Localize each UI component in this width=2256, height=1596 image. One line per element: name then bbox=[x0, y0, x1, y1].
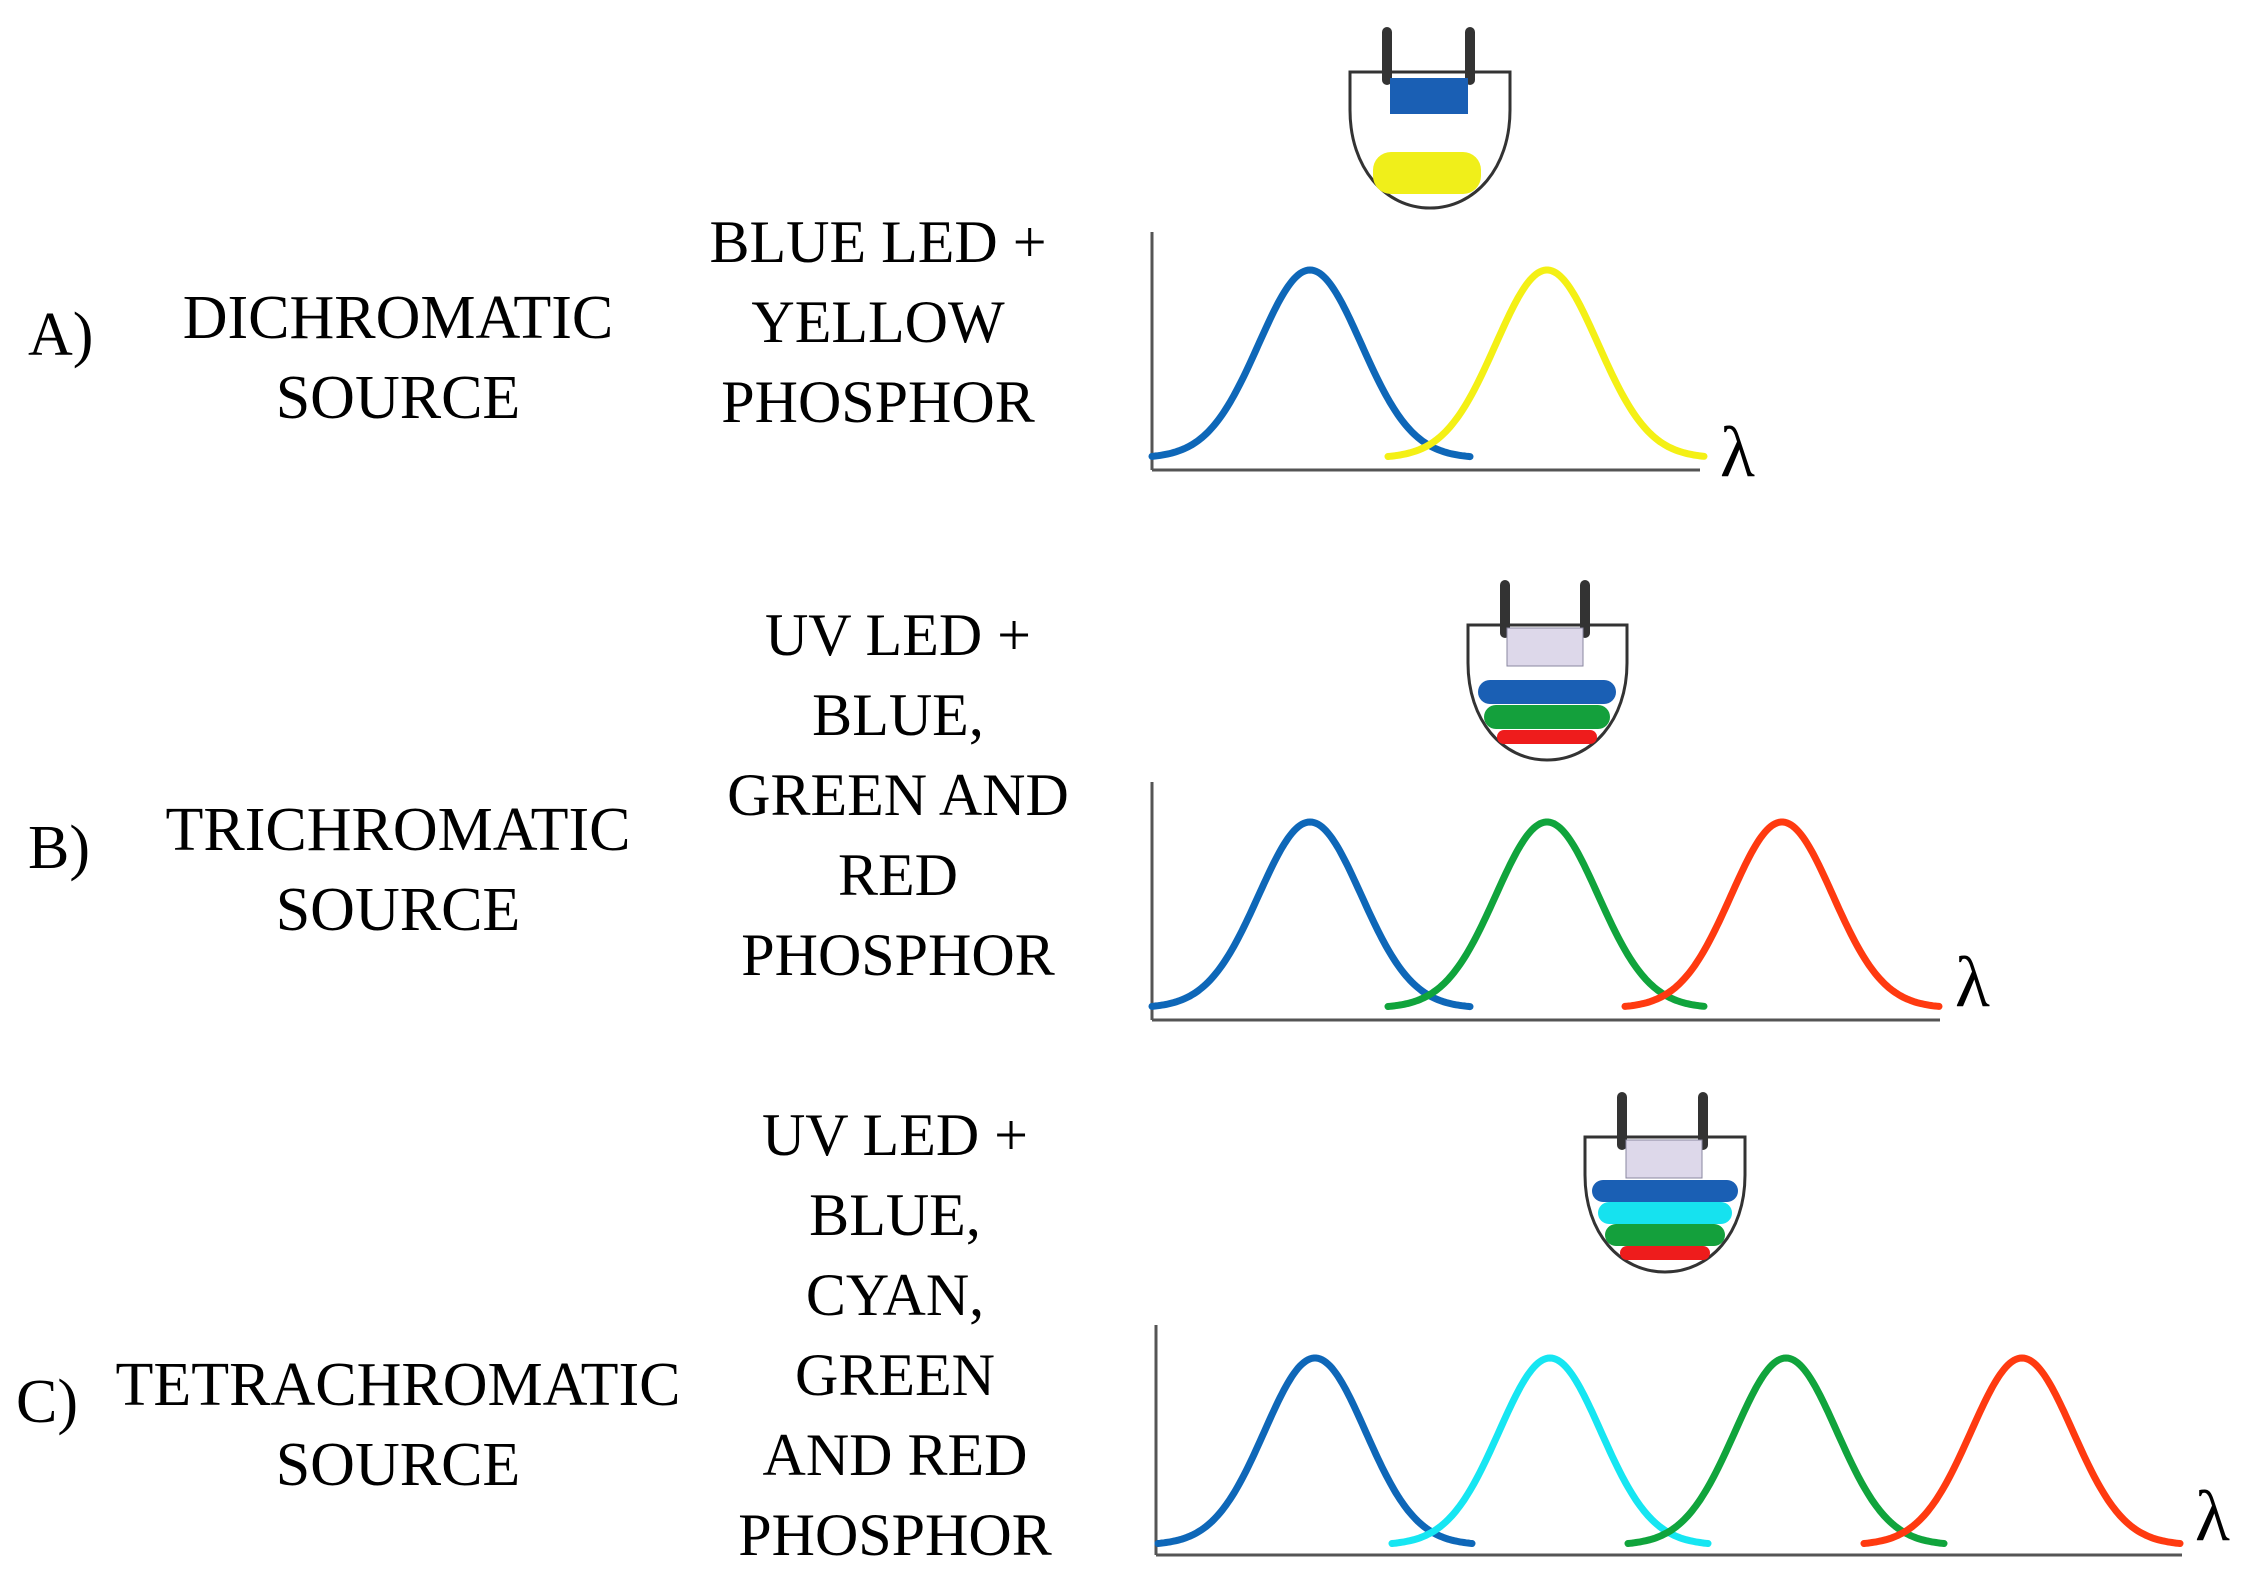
row-a-source-line-1: DICHROMATIC bbox=[183, 284, 614, 352]
row-c-tetrachromatic: C) TETRACHROMATIC SOURCE UV LED + BLUE, … bbox=[16, 1092, 2230, 1568]
row-c-description-line-1: UV LED + bbox=[762, 1102, 1028, 1168]
row-b-wavelength-label: λ bbox=[1955, 942, 1990, 1022]
row-c-phosphor-layer-cyan bbox=[1598, 1202, 1732, 1224]
row-b-source-line-1: TRICHROMATIC bbox=[165, 796, 630, 864]
row-c-description-line-3: CYAN, bbox=[806, 1262, 984, 1328]
row-a-wavelength-label: λ bbox=[1720, 412, 1755, 492]
row-a-description-line-2: YELLOW bbox=[751, 289, 1005, 355]
row-b-trichromatic: B) TRICHROMATIC SOURCE UV LED + BLUE, GR… bbox=[28, 580, 1990, 1022]
row-c-source-line-1: TETRACHROMATIC bbox=[116, 1351, 681, 1419]
row-b-description-line-3: GREEN AND bbox=[727, 762, 1069, 828]
row-a-description-line-3: PHOSPHOR bbox=[721, 369, 1034, 435]
row-a-phosphor-layer-yellow bbox=[1373, 152, 1481, 194]
row-b-peak-red bbox=[1621, 818, 1943, 1010]
row-b-phosphor-layer-green bbox=[1484, 705, 1610, 729]
row-a-peak-blue bbox=[1148, 266, 1474, 461]
row-c-description-line-2: BLUE, bbox=[809, 1182, 981, 1248]
row-b-led-icon bbox=[1466, 580, 1629, 762]
row-c-phosphor-layer-green bbox=[1605, 1224, 1725, 1246]
row-c-letter: C) bbox=[16, 1368, 78, 1436]
row-a-letter: A) bbox=[28, 301, 93, 369]
row-b-description-line-2: BLUE, bbox=[812, 682, 984, 748]
row-a-peak-yellow bbox=[1384, 266, 1708, 460]
row-b-source-line-2: SOURCE bbox=[276, 876, 521, 944]
row-c-peak-blue bbox=[1154, 1354, 1476, 1547]
row-a-dichromatic: A) DICHROMATIC SOURCE BLUE LED + YELLOW … bbox=[28, 27, 1755, 492]
row-c-description-line-6: PHOSPHOR bbox=[738, 1502, 1051, 1568]
row-b-phosphor-layer-red bbox=[1497, 730, 1597, 744]
row-c-led-icon bbox=[1583, 1092, 1747, 1274]
row-c-description-line-4: GREEN bbox=[795, 1342, 995, 1408]
row-b-description-line-1: UV LED + bbox=[765, 602, 1031, 668]
row-c-led-chip bbox=[1625, 1139, 1703, 1179]
row-a-led-icon bbox=[1348, 27, 1512, 210]
row-b-peak-blue bbox=[1148, 818, 1474, 1011]
row-a-led-chip bbox=[1390, 78, 1468, 114]
row-a-spectrum-chart: λ bbox=[1148, 232, 1755, 492]
row-c-phosphor-layer-red bbox=[1620, 1246, 1710, 1260]
row-c-source-line-2: SOURCE bbox=[276, 1431, 521, 1499]
row-a-source-line-2: SOURCE bbox=[276, 364, 521, 432]
row-b-letter: B) bbox=[28, 814, 90, 882]
row-c-peak-cyan bbox=[1388, 1354, 1712, 1547]
row-b-phosphor-layer-blue bbox=[1478, 680, 1616, 704]
row-c-spectrum-chart: λ bbox=[1154, 1325, 2230, 1557]
row-a-description-line-1: BLUE LED + bbox=[709, 209, 1046, 275]
row-c-peak-red bbox=[1860, 1354, 2184, 1547]
row-b-description-line-5: PHOSPHOR bbox=[741, 922, 1054, 988]
row-c-description-line-5: AND RED bbox=[763, 1422, 1028, 1488]
row-c-peak-green bbox=[1624, 1354, 1948, 1547]
row-c-phosphor-layer-blue bbox=[1592, 1180, 1738, 1202]
row-b-spectrum-chart: λ bbox=[1148, 782, 1990, 1022]
row-b-peak-green bbox=[1384, 818, 1708, 1010]
row-b-description-line-4: RED bbox=[838, 842, 958, 908]
row-c-wavelength-label: λ bbox=[2195, 1476, 2230, 1556]
row-b-led-chip bbox=[1506, 627, 1584, 667]
